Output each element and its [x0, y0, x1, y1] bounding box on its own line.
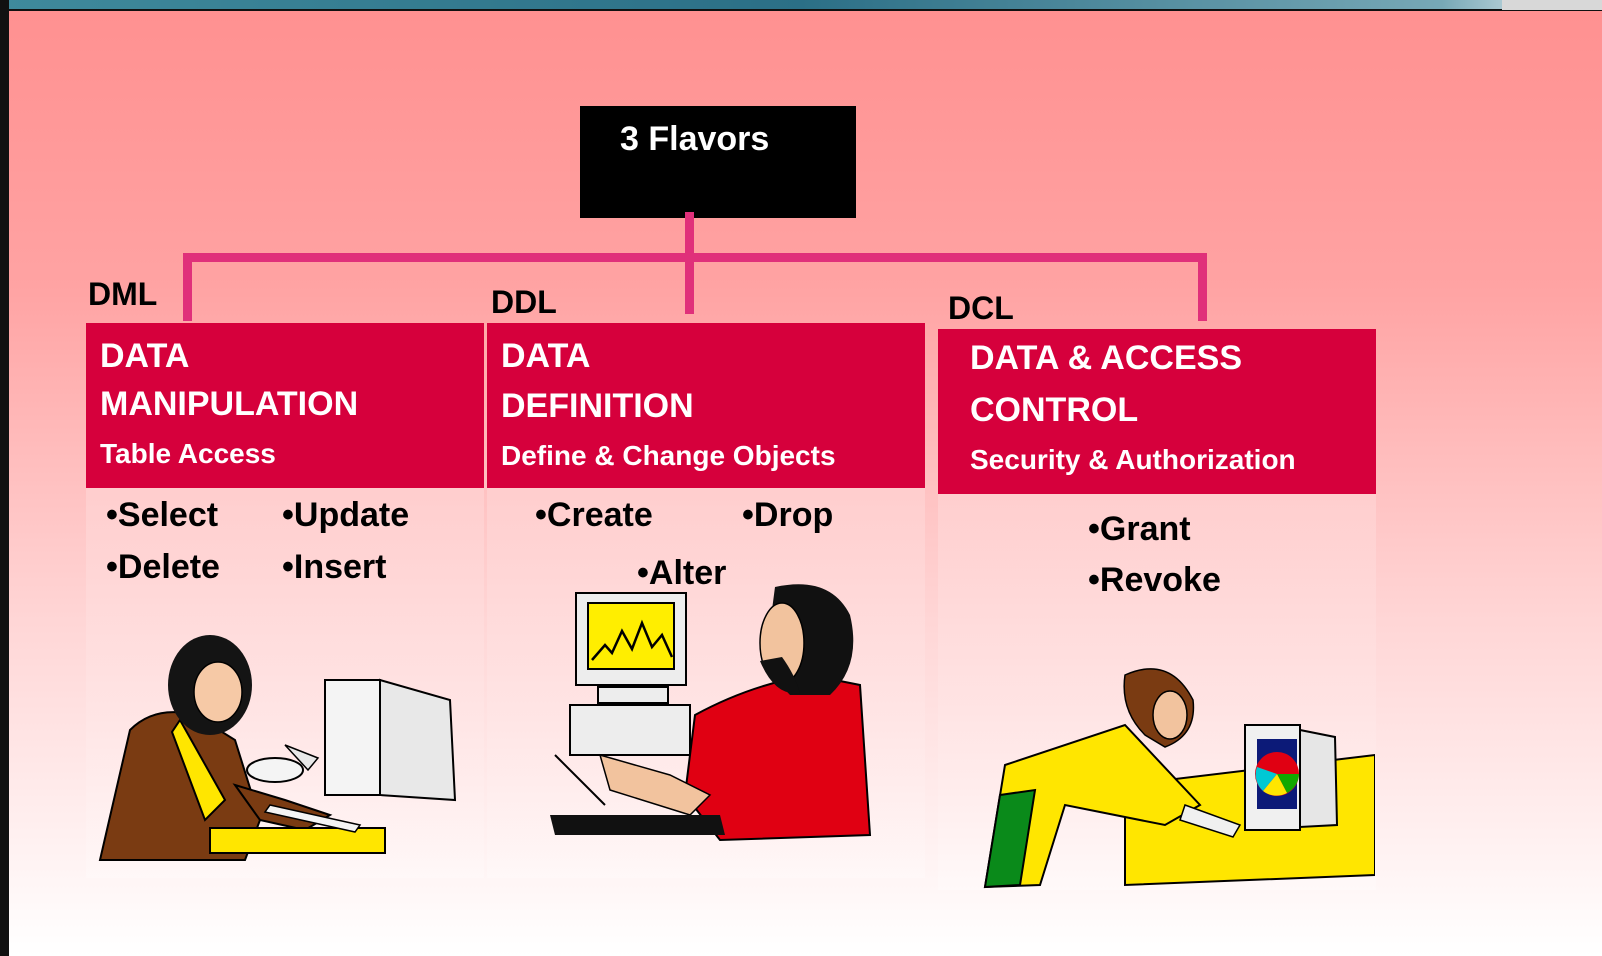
ddl-title-line1: DATA	[501, 337, 591, 375]
root-label: 3 Flavors	[620, 120, 770, 158]
ddl-subtitle: Define & Change Objects	[501, 440, 836, 471]
connector-horizontal	[183, 253, 1207, 262]
command-item: •Select	[106, 496, 219, 534]
command-item: •Insert	[282, 548, 387, 586]
command-item: •Grant	[1088, 510, 1191, 548]
dml-subtitle: Table Access	[100, 438, 276, 469]
dcl-subtitle: Security & Authorization	[970, 444, 1296, 475]
command-item: •Update	[282, 496, 410, 534]
woman-viewing-chart-icon	[983, 668, 1375, 889]
connector-right	[1198, 253, 1207, 321]
dml-title-line1: DATA	[100, 337, 190, 375]
dml-header: DATA MANIPULATION Table Access	[86, 323, 484, 488]
command-item: •Delete	[106, 548, 220, 586]
branch-tag-ddl: DDL	[491, 284, 557, 320]
woman-at-computer-icon	[98, 635, 457, 861]
dcl-header: DATA & ACCESS CONTROL Security & Authori…	[938, 329, 1376, 494]
root-node: 3 Flavors	[580, 106, 856, 218]
dcl-title-line1: DATA & ACCESS	[970, 339, 1242, 377]
branch-tag-dcl: DCL	[948, 290, 1014, 326]
ddl-title-line2: DEFINITION	[501, 387, 694, 425]
connector-left	[183, 253, 192, 321]
dcl-title-line2: CONTROL	[970, 391, 1139, 429]
command-item: •Drop	[742, 496, 834, 534]
corner-logo	[1502, 0, 1602, 10]
dml-title-line2: MANIPULATION	[100, 385, 359, 423]
command-item: •Revoke	[1088, 561, 1221, 599]
left-border	[0, 0, 9, 956]
command-item: •Alter	[637, 554, 727, 592]
command-item: •Create	[535, 496, 653, 534]
man-at-computer-icon	[550, 584, 872, 842]
connector-stem	[685, 212, 694, 314]
top-bar	[0, 0, 1602, 11]
branch-tag-dml: DML	[88, 276, 158, 312]
ddl-header: DATA DEFINITION Define & Change Objects	[487, 323, 925, 488]
